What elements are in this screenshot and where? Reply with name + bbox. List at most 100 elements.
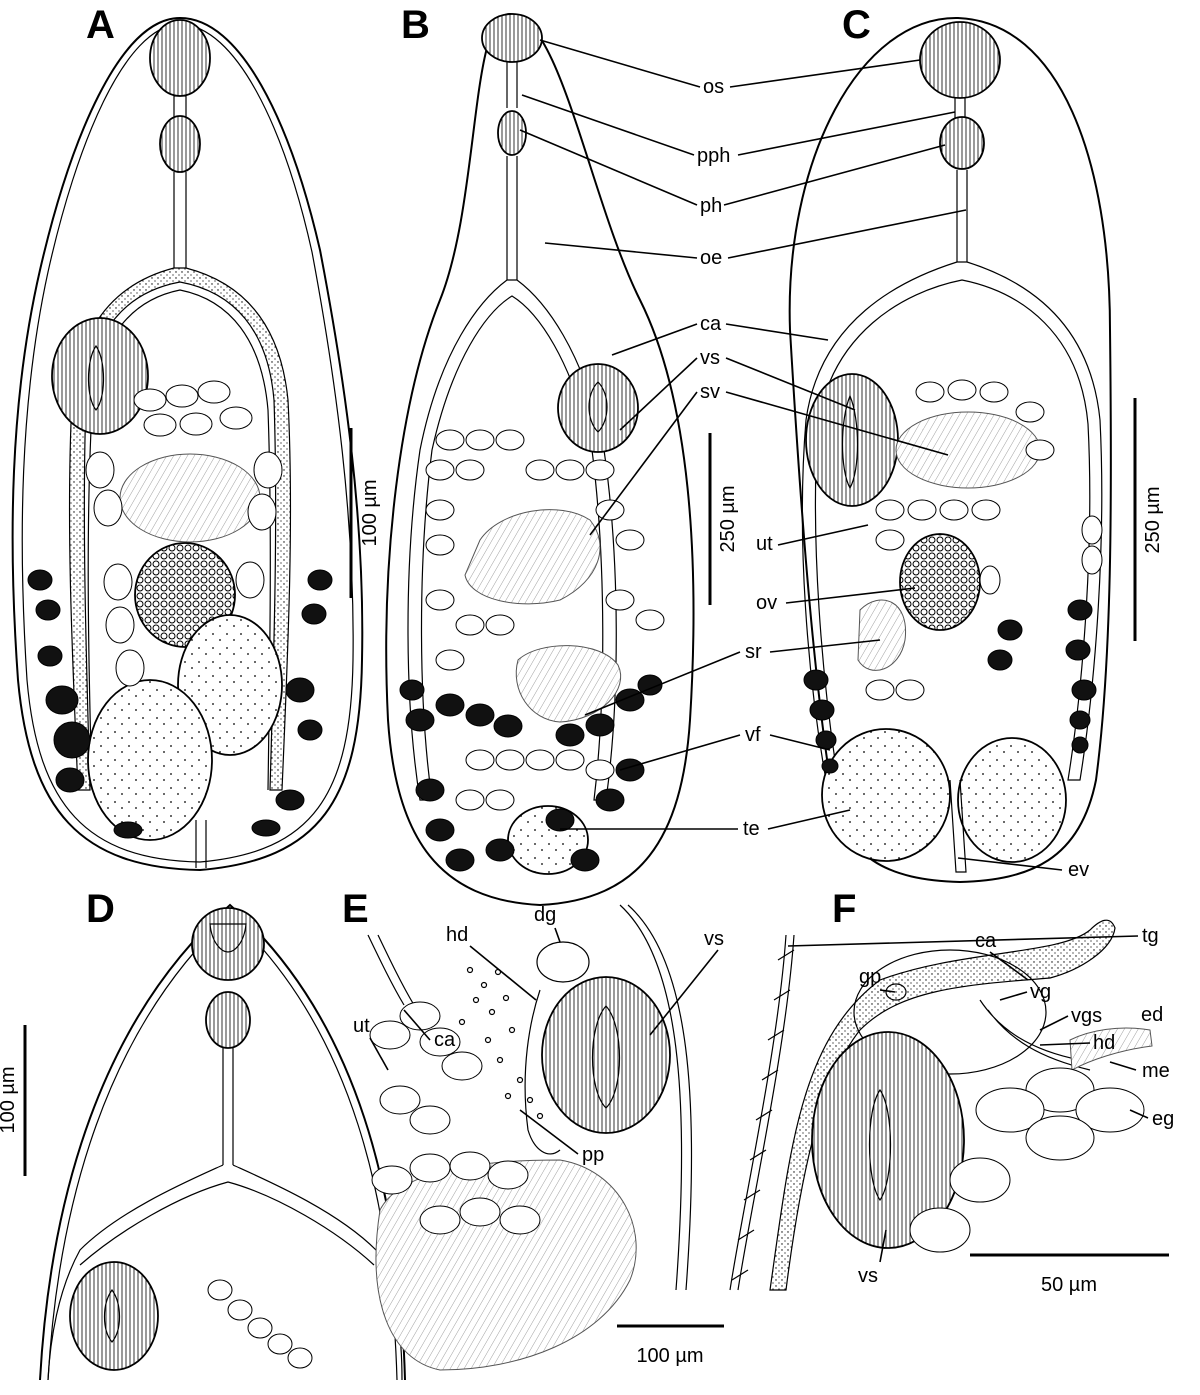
panel-a-prepharynx xyxy=(173,95,187,119)
label-oe: oe xyxy=(700,247,722,269)
panel-c-oral-sucker xyxy=(919,21,1001,99)
panel-e: E xyxy=(342,887,724,1371)
panel-f: F tg ca gp vg v xyxy=(729,887,1174,1296)
panel-c-ventral-sucker xyxy=(805,373,899,507)
panel-a: A xyxy=(11,3,381,872)
panel-a-ventral-sucker xyxy=(51,317,149,435)
label-pph: pph xyxy=(697,145,730,167)
panel-a-oesophagus xyxy=(173,172,187,270)
panel-c-vitelline-follicles xyxy=(803,599,1097,774)
panel-c-scale-label: 250 µm xyxy=(1142,486,1164,553)
panel-a-ventral-sucker-lumen xyxy=(87,344,105,411)
leader-lines-e xyxy=(369,927,719,1155)
panel-d-oesophagus xyxy=(222,1048,234,1165)
panel-c-vs-lumen xyxy=(841,394,859,490)
label-sr: sr xyxy=(745,641,762,663)
panel-f-ventral-sucker xyxy=(811,1031,965,1249)
panel-e-prostatic-cells xyxy=(458,966,544,1120)
panel-d-oral-sucker-lumen xyxy=(209,923,247,953)
panel-letter-d: D xyxy=(86,887,115,931)
panel-c-oesophagus xyxy=(956,170,968,262)
label-vs: vs xyxy=(700,347,720,369)
panel-b-oral-sucker xyxy=(481,13,543,63)
label-f-eg: eg xyxy=(1152,1108,1174,1130)
label-te: te xyxy=(743,818,760,840)
panel-e-seminal-vesicle xyxy=(375,1159,637,1371)
label-sv: sv xyxy=(700,381,720,403)
label-f-vg: vg xyxy=(1030,981,1051,1003)
label-e-ut: ut xyxy=(353,1015,370,1037)
panel-d-scale-label: 100 µm xyxy=(0,1066,19,1133)
label-ut: ut xyxy=(756,533,773,555)
label-e-pp: pp xyxy=(582,1144,604,1166)
label-e-hd: hd xyxy=(446,924,468,946)
panel-letter-a: A xyxy=(86,3,115,47)
panel-c-excretory-vesicle xyxy=(949,779,967,873)
panel-e-caecum-wall xyxy=(367,934,415,1006)
panel-f-tegument-spines xyxy=(731,949,795,1281)
panel-a-uterus-eggs xyxy=(85,380,283,687)
panel-a-scale-label: 100 µm xyxy=(359,479,381,546)
leader-lines-f xyxy=(787,935,1149,1263)
panel-b-scale-label: 250 µm xyxy=(717,485,739,552)
panel-d-ventral-sucker xyxy=(69,1261,159,1371)
panel-a-pharynx xyxy=(159,115,201,173)
panel-a-excretory-vesicle xyxy=(195,820,207,868)
label-ev: ev xyxy=(1068,859,1089,881)
panel-d-oral-sucker xyxy=(191,907,265,981)
panel-b-prepharynx xyxy=(506,62,518,108)
panel-d-vs-lumen xyxy=(103,1288,121,1343)
panel-c-pharynx xyxy=(939,116,985,170)
panel-b-vs-lumen xyxy=(588,381,608,433)
panel-letter-f: F xyxy=(832,887,856,931)
labels-bc: os pph ph oe ca vs sv ut ov sr vf te ev xyxy=(519,39,1089,881)
panel-e-dg-gland xyxy=(536,941,590,983)
panel-f-tegument xyxy=(729,934,795,1291)
label-vf: vf xyxy=(745,724,761,746)
panel-f-ejaculatory-duct xyxy=(1069,1027,1153,1071)
panel-b-body-outline xyxy=(385,12,695,907)
panel-a-inner-tegument xyxy=(21,23,354,863)
panel-letter-c: C xyxy=(842,3,871,47)
label-ph: ph xyxy=(700,195,722,217)
label-e-ca: ca xyxy=(434,1029,456,1051)
panel-e-ventral-sucker xyxy=(541,976,671,1134)
panel-f-vs-lumen xyxy=(868,1088,892,1202)
panel-e-uterus-eggs xyxy=(369,1001,541,1235)
panel-a-vitelline-follicles xyxy=(27,569,333,839)
label-ov: ov xyxy=(756,592,777,614)
panel-b-uterus-eggs xyxy=(425,429,665,811)
panel-c-caeca xyxy=(801,261,1103,781)
label-os: os xyxy=(703,76,724,98)
panel-letter-b: B xyxy=(401,3,430,47)
panel-f-genital-pore xyxy=(885,983,907,1001)
panel-d-pharynx xyxy=(205,991,251,1049)
panel-b-oesophagus xyxy=(506,156,518,280)
panel-f-eggs xyxy=(909,1067,1145,1253)
leader-lines-bc xyxy=(519,39,1063,871)
panel-b-ventral-sucker xyxy=(557,363,639,453)
panel-letter-e: E xyxy=(342,887,369,931)
panel-c-seminal-receptacle xyxy=(857,599,907,671)
label-f-gp: gp xyxy=(859,966,881,988)
label-f-vs: vs xyxy=(858,1265,878,1287)
panel-e-scale-label: 100 µm xyxy=(636,1345,703,1367)
panel-c-body-outline xyxy=(788,16,1112,884)
panel-a-oral-sucker xyxy=(149,19,211,97)
panel-e-vs-lumen xyxy=(592,1005,620,1109)
label-f-hd: hd xyxy=(1093,1032,1115,1054)
panel-c-left-testis xyxy=(821,728,951,862)
panel-c-uterus-eggs xyxy=(865,379,1103,701)
label-f-ed: ed xyxy=(1141,1004,1163,1026)
panel-a-body-outline xyxy=(11,16,364,872)
panel-c: C xyxy=(788,3,1164,884)
label-e-dg: dg xyxy=(534,904,556,926)
panel-b-seminal-vesicle xyxy=(464,509,601,605)
panel-a-caeca xyxy=(68,267,292,791)
panel-f-ventrogenital-sac xyxy=(853,949,1047,1075)
label-f-me: me xyxy=(1142,1060,1170,1082)
panel-c-prepharynx xyxy=(954,98,966,118)
panel-b-caeca xyxy=(407,279,617,801)
label-ca: ca xyxy=(700,313,722,335)
